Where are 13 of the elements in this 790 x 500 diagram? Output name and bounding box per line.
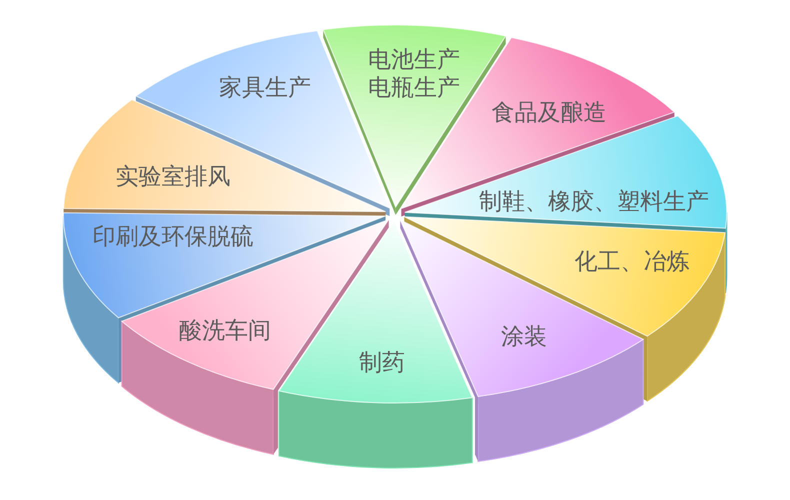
slice-label: 电池生产 <box>368 47 460 73</box>
pie-slice <box>278 220 473 468</box>
pie-slice <box>404 216 726 402</box>
slice-label: 酸洗车间 <box>179 318 271 344</box>
slice-label: 制药 <box>359 350 405 376</box>
slice-label: 涂装 <box>501 324 547 350</box>
slice-label: 印刷及环保脱硫 <box>92 224 254 250</box>
slice-label: 化工、冶炼 <box>574 249 690 275</box>
slice-label: 食品及酿造 <box>492 100 606 126</box>
slice-label: 实验室排风 <box>116 164 230 190</box>
slice-label: 制鞋、橡胶、塑料生产 <box>479 189 709 215</box>
slice-label: 家具生产 <box>219 75 311 101</box>
slice-label: 电瓶生产 <box>368 75 460 101</box>
